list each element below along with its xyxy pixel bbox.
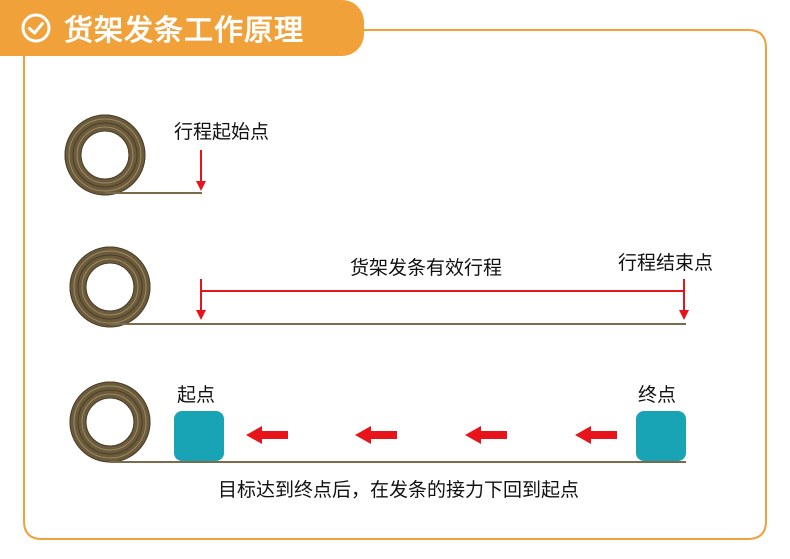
- header-tab: 货架发条工作原理: [0, 0, 364, 56]
- return-caption: 目标达到终点后，在发条的接力下回到起点: [218, 479, 580, 501]
- block-start: [174, 411, 224, 461]
- block-end: [636, 411, 686, 461]
- block-start-label: 起点: [177, 384, 216, 406]
- page-title: 货架发条工作原理: [64, 13, 305, 47]
- coil-row3: [69, 381, 151, 463]
- block-end-label: 终点: [638, 384, 677, 406]
- end-point-label: 行程结束点: [618, 252, 714, 274]
- start-point-label: 行程起始点: [174, 121, 270, 143]
- outer-frame: [23, 29, 767, 540]
- return-arrow-1: [246, 426, 288, 444]
- return-arrow-4: [575, 426, 617, 444]
- effective-travel-label: 货架发条有效行程: [350, 257, 503, 279]
- return-arrow-2: [355, 426, 397, 444]
- return-arrow-3: [465, 426, 507, 444]
- check-circle-icon: [21, 13, 51, 43]
- coil-row2: [69, 246, 151, 328]
- coil-row1: [64, 114, 146, 196]
